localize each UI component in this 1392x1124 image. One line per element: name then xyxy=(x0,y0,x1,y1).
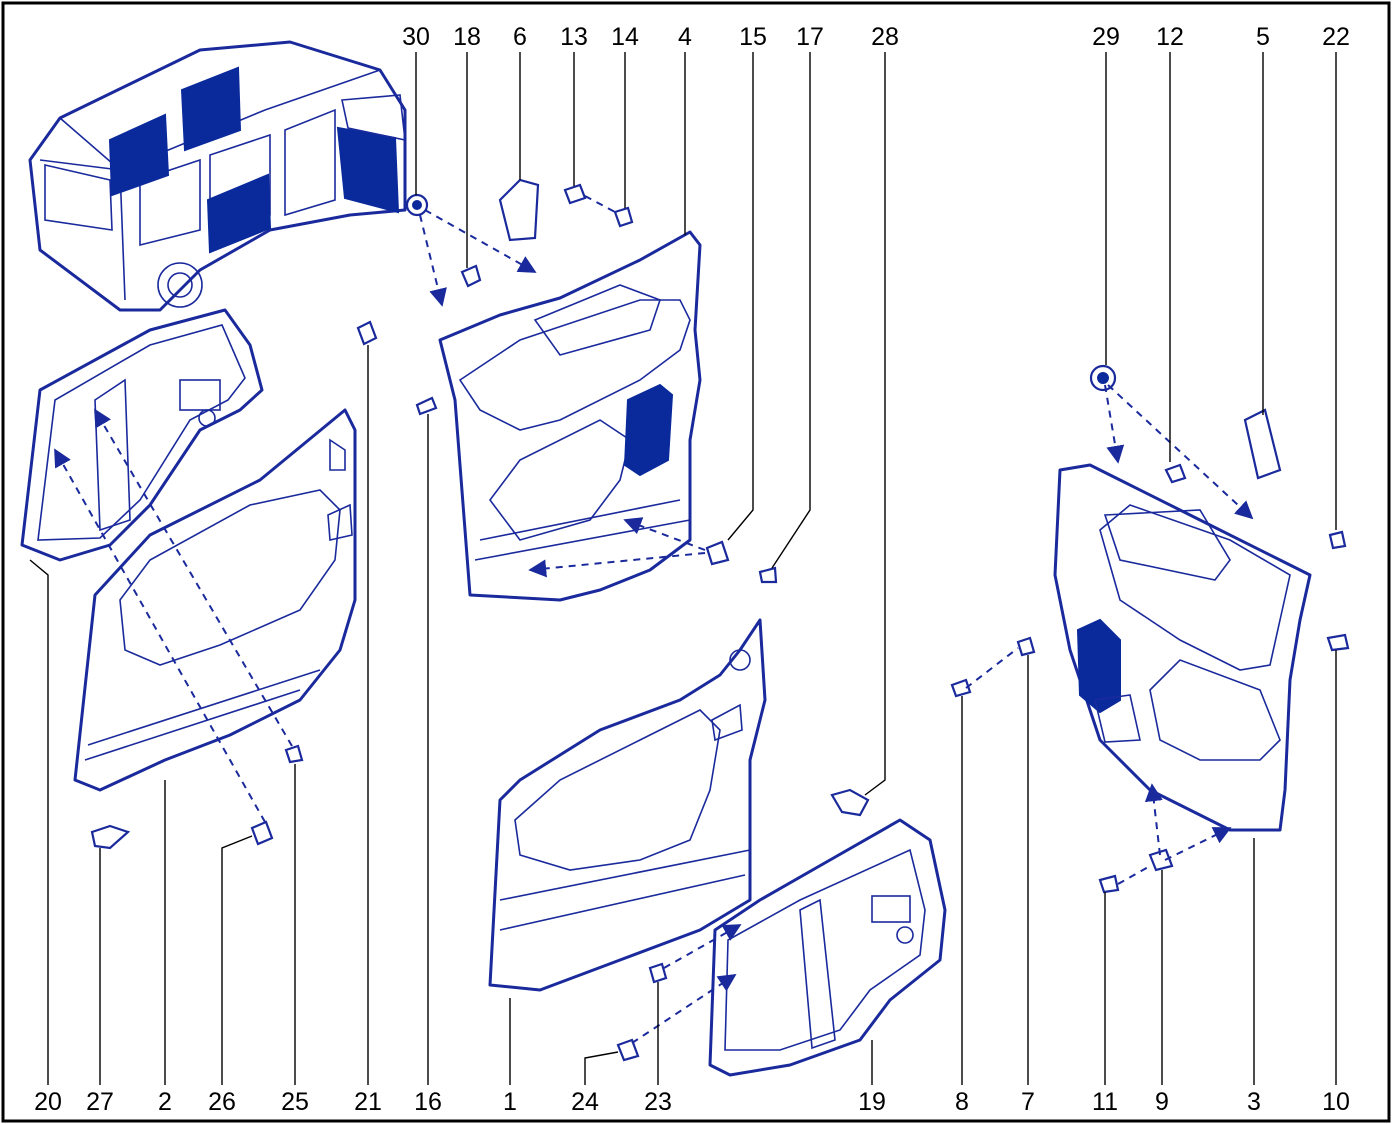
callout-14: 14 xyxy=(611,23,639,51)
part-14-bolt xyxy=(613,206,634,228)
part-11-screw xyxy=(1098,874,1120,894)
part-2-door-trim-panel xyxy=(73,408,357,792)
callout-17: 17 xyxy=(796,23,824,51)
callout-22: 22 xyxy=(1322,23,1350,51)
part-8-screw xyxy=(950,678,972,698)
callout-26: 26 xyxy=(208,1088,236,1116)
callout-7: 7 xyxy=(1021,1088,1035,1116)
part-16-screw xyxy=(415,396,438,416)
callout-28: 28 xyxy=(871,23,899,51)
part-3-door-trim-panel xyxy=(1053,463,1312,832)
part-25-clip xyxy=(284,744,304,764)
part-15-grommet xyxy=(705,540,730,566)
assembly-direction-lines xyxy=(54,195,1254,1044)
callout-13: 13 xyxy=(560,23,588,51)
callout-4: 4 xyxy=(678,23,692,51)
callout-labels-top: 30 18 6 13 14 4 15 17 28 29 12 5 22 xyxy=(402,23,1350,51)
leader-lines xyxy=(29,52,1337,1085)
callout-19: 19 xyxy=(858,1088,886,1116)
callout-11: 11 xyxy=(1092,1088,1118,1116)
callout-27: 27 xyxy=(86,1088,114,1116)
callout-2: 2 xyxy=(158,1088,172,1116)
part-30-grommet xyxy=(405,193,429,217)
callout-labels-bottom: 20 27 2 26 25 21 16 1 24 23 19 8 7 11 9 … xyxy=(34,1088,1350,1116)
callout-16: 16 xyxy=(414,1088,442,1116)
callout-24: 24 xyxy=(571,1088,599,1116)
callout-8: 8 xyxy=(955,1088,969,1116)
part-5-pad xyxy=(1243,408,1282,480)
callout-3: 3 xyxy=(1247,1088,1261,1116)
part-26-clip xyxy=(250,820,274,846)
callout-5: 5 xyxy=(1256,23,1270,51)
part-23-clip xyxy=(648,962,668,984)
part-7-screw xyxy=(1016,636,1036,657)
callout-25: 25 xyxy=(281,1088,309,1116)
part-28-grommet xyxy=(830,788,870,817)
part-21-clip xyxy=(356,320,378,346)
callout-20: 20 xyxy=(34,1088,62,1116)
part-12-clip xyxy=(1164,463,1187,484)
callout-30: 30 xyxy=(402,23,430,51)
callout-12: 12 xyxy=(1156,23,1184,51)
callout-1: 1 xyxy=(503,1088,517,1116)
callout-18: 18 xyxy=(453,23,481,51)
callout-23: 23 xyxy=(644,1088,672,1116)
part-24-clip xyxy=(616,1038,640,1062)
part-9-grommet xyxy=(1148,848,1174,872)
part-22-clip xyxy=(1328,530,1347,550)
callout-6: 6 xyxy=(513,23,527,51)
part-13-bolt xyxy=(563,183,587,205)
callout-15: 15 xyxy=(739,23,767,51)
part-1-door-trim-panel xyxy=(488,618,767,992)
callout-21: 21 xyxy=(354,1088,382,1116)
part-10-screw xyxy=(1326,633,1350,652)
callout-10: 10 xyxy=(1322,1088,1350,1116)
part-18-clip xyxy=(460,264,482,288)
part-29-grommet xyxy=(1089,364,1117,392)
part-17-screw xyxy=(758,566,778,584)
callout-29: 29 xyxy=(1092,23,1120,51)
part-20-inner-door-frame xyxy=(20,308,264,562)
part-4-door-trim-panel xyxy=(438,230,702,602)
callout-9: 9 xyxy=(1155,1088,1169,1116)
part-27-grommet xyxy=(90,824,131,850)
part-19-inner-door-frame xyxy=(708,818,947,1077)
part-6-pad xyxy=(498,178,540,242)
van-overview-illustration xyxy=(28,40,407,312)
